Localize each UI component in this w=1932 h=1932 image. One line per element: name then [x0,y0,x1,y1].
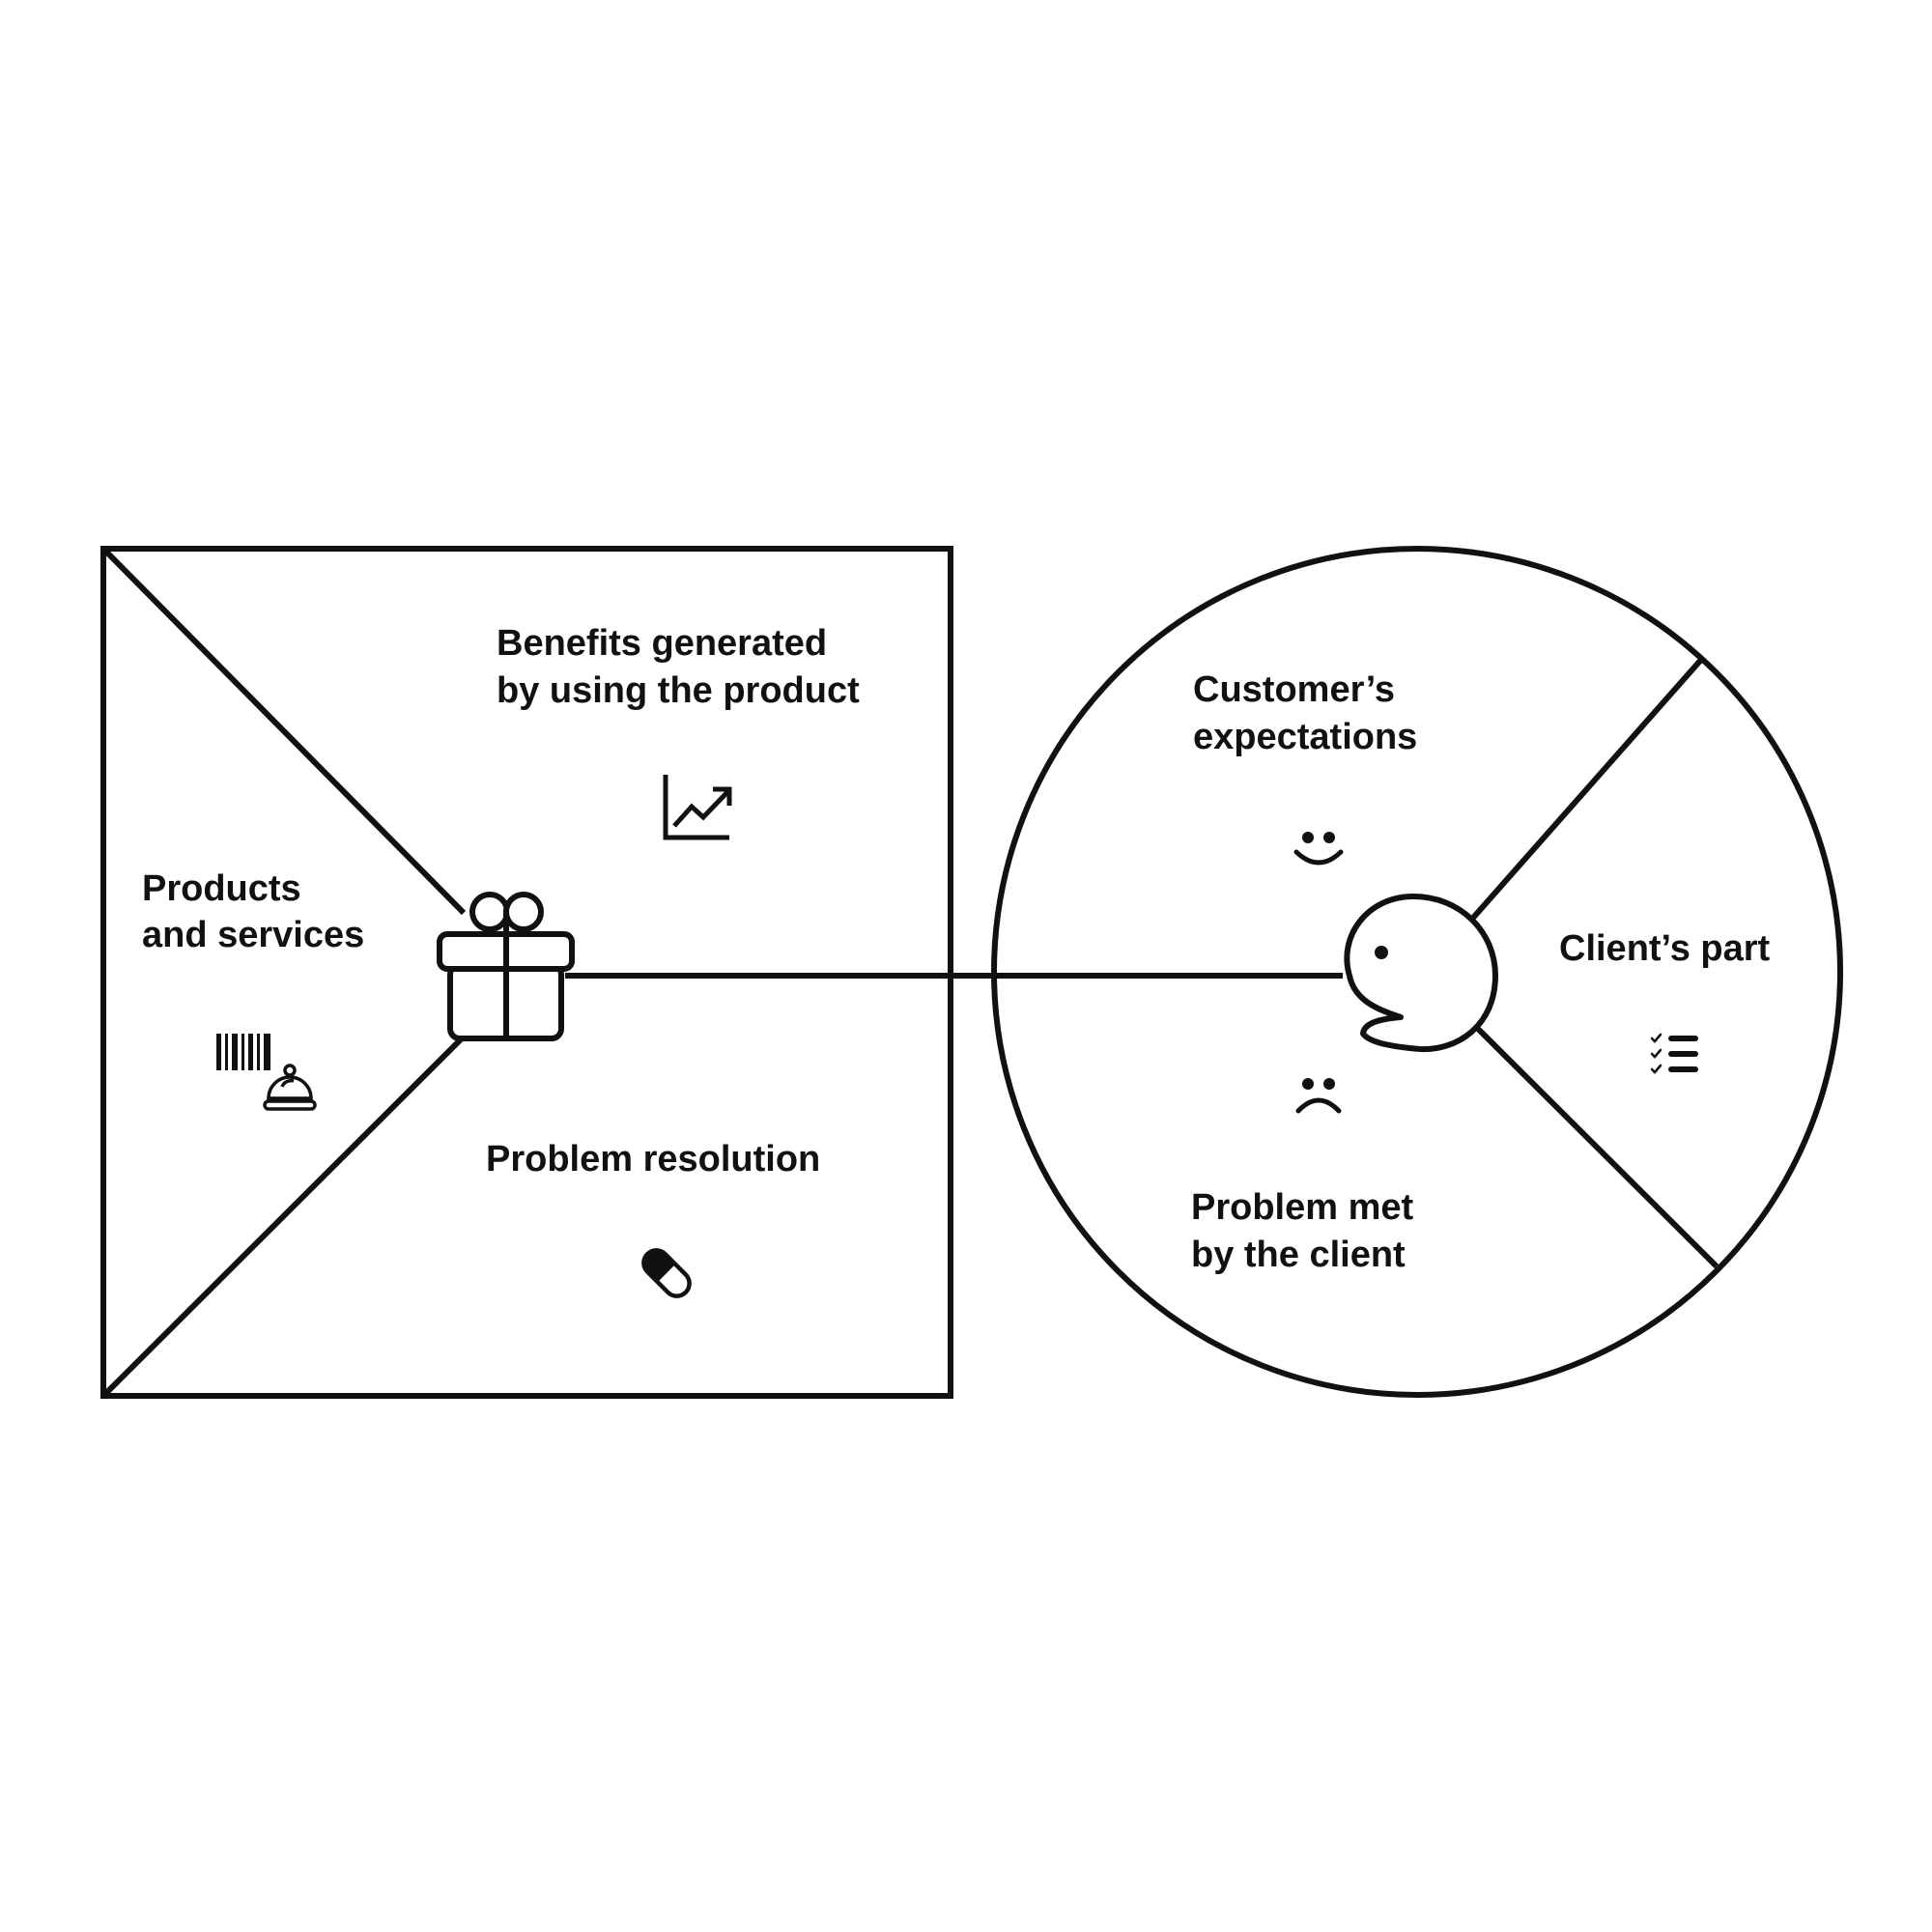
pill-icon [641,1248,692,1298]
benefits-title: Benefits generated by using the product [497,623,860,711]
lower-right-divider [1470,1021,1719,1269]
clients-part-title: Client’s part [1559,928,1771,969]
problem-met-title: Problem met by the client [1191,1187,1424,1275]
diagonal-top-divider [100,546,467,916]
products-title: Products and services [142,868,364,955]
barcode-icon [216,1034,270,1070]
gift-icon [437,892,575,1041]
sad-face-icon [1295,1078,1342,1114]
checklist-icon [1650,1033,1698,1074]
customer-expectations-title: Customer’s expectations [1193,669,1417,757]
service-bell-icon [263,1064,317,1111]
value-map [100,546,1343,1399]
customer-profile-circle [991,546,1843,1398]
customer-head-icon [1344,894,1498,1053]
diagonal-bottom-divider [100,1034,467,1399]
smile-face-icon [1293,832,1344,866]
value-map-square [100,546,953,1399]
customer-profile [991,546,1843,1398]
problem-resolution-title: Problem resolution [486,1139,820,1179]
trending-up-chart-icon [663,775,732,840]
upper-right-divider [1470,659,1703,920]
